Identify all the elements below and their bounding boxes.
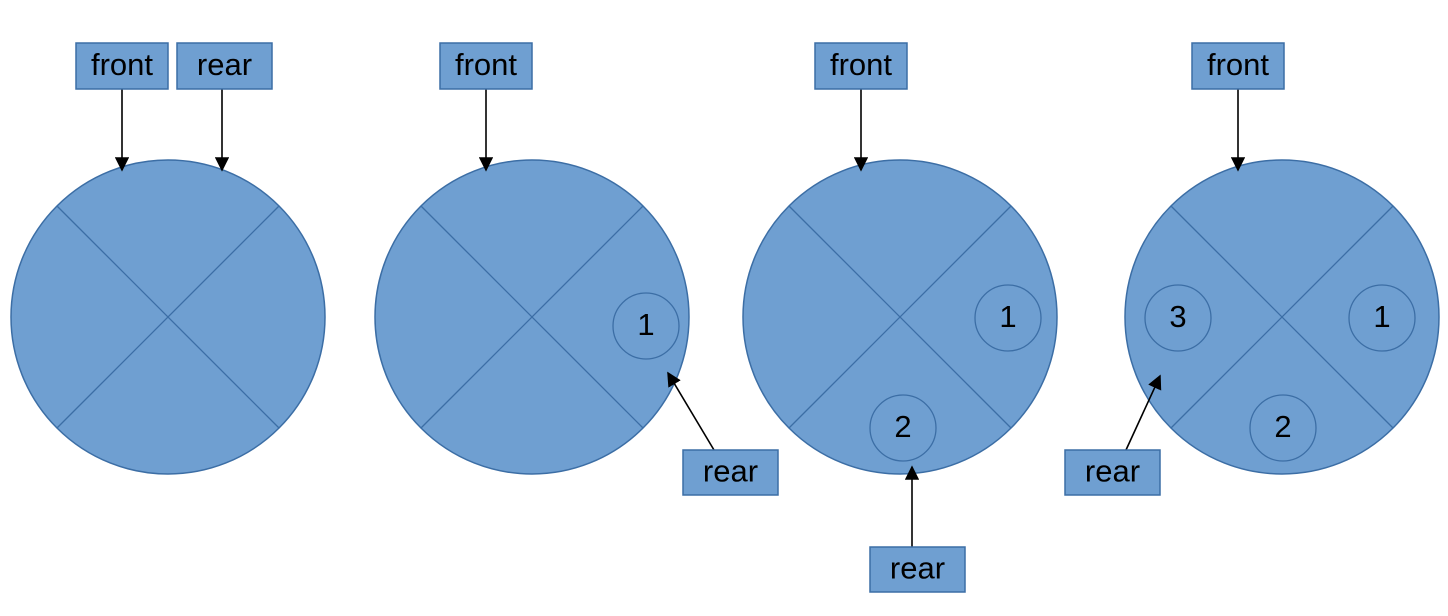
quadrant-divider-line xyxy=(1170,205,1394,429)
pointer-label-rear[interactable]: rear xyxy=(176,42,273,172)
slot-circle xyxy=(1144,284,1212,352)
pointer-label-rear[interactable]: rear xyxy=(869,465,966,593)
pointer-label-text: front xyxy=(91,47,153,82)
pointer-label-front[interactable]: front xyxy=(1191,42,1285,172)
queue-panel-panel-3: 1 2 front rear xyxy=(742,42,1058,593)
slot-value-text: 1 xyxy=(1373,299,1390,334)
pointer-label-text: rear xyxy=(1085,454,1140,489)
quadrant-divider-line xyxy=(56,205,280,429)
slot-value-text: 1 xyxy=(999,299,1016,334)
pointer-label-box[interactable] xyxy=(869,546,966,593)
queue-slot-bottom: 2 xyxy=(1249,394,1317,462)
queue-slot-left: 3 xyxy=(1144,284,1212,352)
slot-circle xyxy=(974,284,1042,352)
queue-slot-right: 1 xyxy=(612,292,680,360)
slot-value-text: 2 xyxy=(1274,409,1291,444)
pointer-arrow-rear xyxy=(1125,374,1162,451)
slot-circle xyxy=(1249,394,1317,462)
pointer-arrow-rear xyxy=(667,371,715,451)
queue-slot-right: 1 xyxy=(1348,284,1416,352)
quadrant-divider-line xyxy=(420,205,644,429)
pointer-label-box[interactable] xyxy=(1191,42,1285,90)
pointer-label-text: rear xyxy=(703,454,758,489)
slot-circle xyxy=(869,394,937,462)
slot-value-text: 2 xyxy=(894,409,911,444)
pointer-label-text: rear xyxy=(197,47,252,82)
pointer-label-front[interactable]: front xyxy=(814,42,908,172)
slot-circle xyxy=(1348,284,1416,352)
pointer-label-box[interactable] xyxy=(439,42,533,90)
pointer-label-front[interactable]: front xyxy=(439,42,533,172)
queue-panel-panel-1: front rear xyxy=(10,42,326,475)
pointer-label-text: rear xyxy=(890,551,945,586)
pointer-label-text: front xyxy=(1207,47,1269,82)
pointer-label-box[interactable] xyxy=(176,42,273,90)
queue-panel-panel-2: 1 front rear xyxy=(374,42,779,496)
pointer-label-text: front xyxy=(455,47,517,82)
pointer-label-rear[interactable]: rear xyxy=(667,371,779,496)
pointer-label-box[interactable] xyxy=(682,449,779,496)
pointer-label-box[interactable] xyxy=(814,42,908,90)
queue-panel-panel-4: 3 1 2 front rear xyxy=(1064,42,1440,496)
slot-value-text: 3 xyxy=(1169,299,1186,334)
quadrant-divider-line xyxy=(788,205,1012,429)
panels-layer: front rear 1 front rear 1 2 front rear 3 1 2 front re… xyxy=(10,42,1440,593)
pointer-label-box[interactable] xyxy=(1064,449,1161,496)
pointer-label-box[interactable] xyxy=(75,42,169,90)
pointer-label-rear[interactable]: rear xyxy=(1064,374,1162,496)
slot-value-text: 1 xyxy=(637,307,654,342)
queue-slot-bottom: 2 xyxy=(869,394,937,462)
slot-circle xyxy=(612,292,680,360)
queue-slot-right: 1 xyxy=(974,284,1042,352)
pointer-label-front[interactable]: front xyxy=(75,42,169,172)
pointer-label-text: front xyxy=(830,47,892,82)
